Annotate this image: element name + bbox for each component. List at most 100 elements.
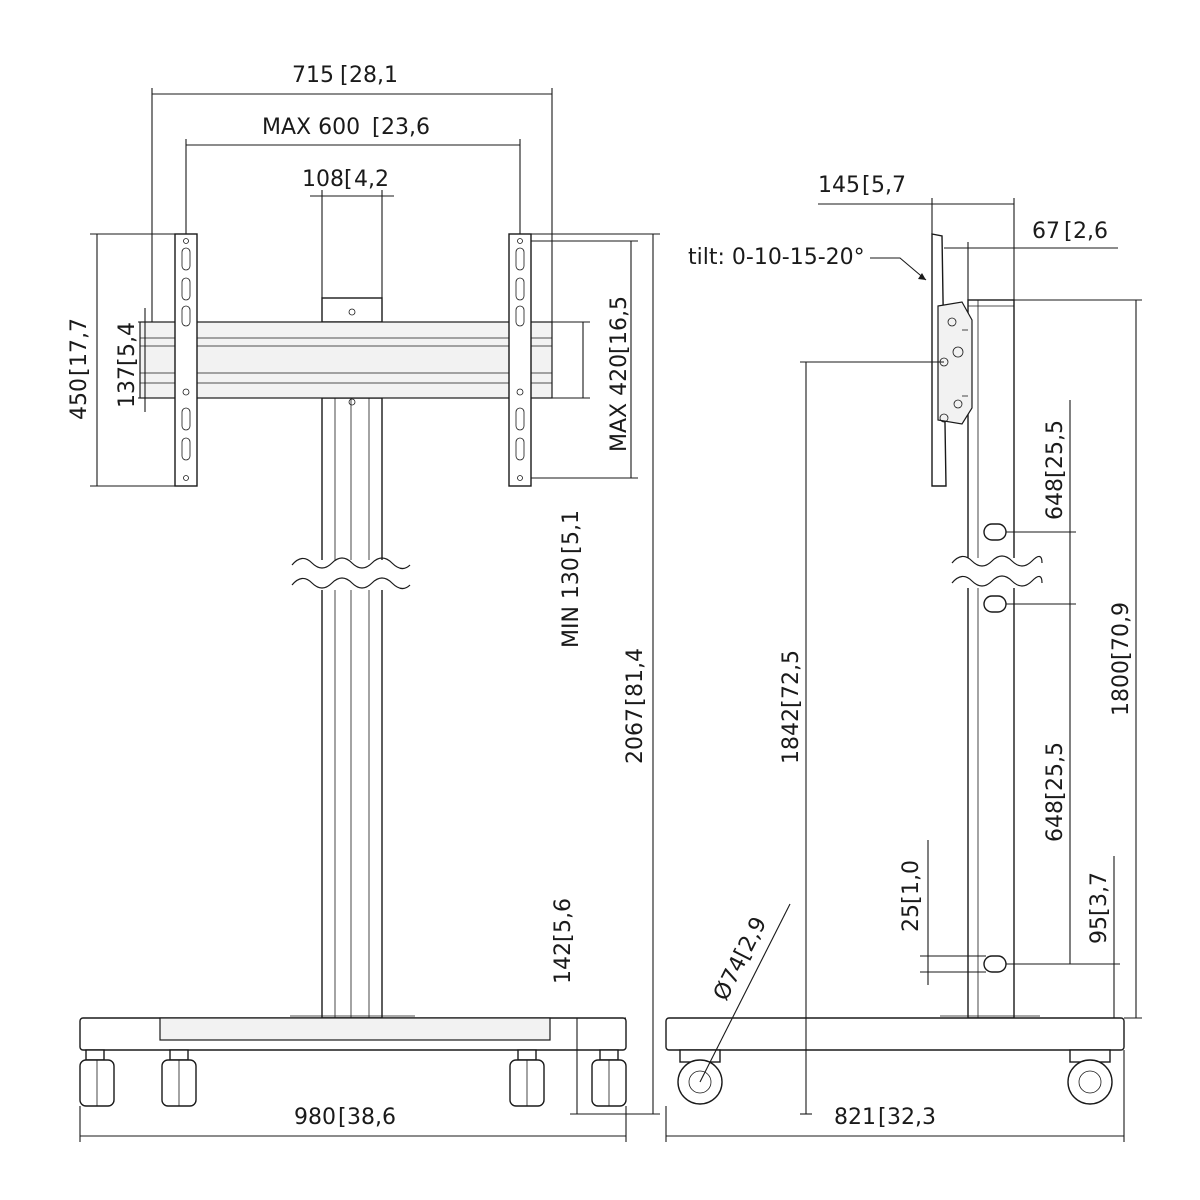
dim-mount-offset-in: 2,6 [1073,219,1108,244]
front-base [79,1015,627,1051]
dim-vesa-max-width-mm: MAX 600 [262,115,360,140]
front-column [321,297,383,1019]
dim-bracket-open: [ [338,1105,347,1130]
dim-base-depth-mm: 821 [834,1105,876,1130]
dim-bracket-open: [ [1064,219,1073,244]
dim-adjust-lower-mm: 648 [1043,800,1068,842]
dim-column-width-in: 4,2 [354,167,389,192]
dim-mount-depth: 145 [ 5,7 [818,173,1015,300]
dim-bracket-open: [ [899,895,924,904]
dim-vesa-max-width: MAX 600 [ 23,6 [185,115,521,234]
dim-base-width-mm: 980 [294,1105,336,1130]
dim-bottom-offset-in: 3,7 [1087,872,1112,907]
dim-bracket-open: [ [779,699,804,708]
side-column-break [951,555,1043,588]
dim-bracket-open: [ [372,115,381,140]
dim-adjust-upper: 648 [ 25,5 [1006,400,1076,533]
dim-adjust-upper-in: 25,5 [1043,420,1068,469]
dim-step: 25 [ 1,0 [899,840,986,985]
dim-total-width-in: 28,1 [349,63,398,88]
dim-vesa-max-height-mm: MAX 420 [607,354,632,452]
dim-bracket-open: [ [607,345,632,354]
right-vesa-bracket [508,233,532,487]
dim-base-height-in: 5,6 [551,898,576,933]
dim-bracket-open: [ [862,173,871,198]
dim-vesa-min-height: MIN 130 [ 5,1 [531,321,590,648]
dim-base-width-in: 38,6 [347,1105,396,1130]
dim-vesa-min-height-mm: MIN 130 [559,557,584,648]
dim-vesa-max-width-in: 23,6 [381,115,430,140]
dim-bracket-height: 450 [ 17,7 [67,233,175,487]
wheel-left [677,1049,723,1105]
dim-bracket-open: [ [551,933,576,942]
side-view: 145 [ 5,7 67 [ 2,6 tilt: 0-10-15-20° 648… [665,173,1142,1142]
dim-vesa-max-height: MAX 420 [ 16,5 [531,240,638,479]
dim-base-depth-in: 32,3 [887,1105,936,1130]
dim-mount-depth-mm: 145 [818,173,860,198]
side-column [967,299,1015,1019]
dim-column-width: 108 [ 4,2 [302,167,394,298]
wheel-right [1067,1049,1113,1105]
dim-bracket-open: [ [1087,907,1112,916]
dim-rail-height-mm: 137 [115,366,140,408]
side-base [665,1015,1125,1051]
front-column-break [291,557,412,590]
dim-total-height-in: 81,4 [623,648,648,697]
dim-adjust-upper-mm: 648 [1043,478,1068,520]
dim-rail-height-in: 5,4 [115,322,140,357]
dim-bracket-open: [ [1043,469,1068,478]
dim-bracket-height-in: 17,7 [67,318,92,367]
dim-bottom-offset-mm: 95 [1087,916,1112,944]
dim-base-height-mm: 142 [551,942,576,984]
dim-bracket-open: [ [1109,651,1134,660]
caster-2 [161,1049,197,1107]
dim-bracket-open: [ [559,545,584,554]
caster-1 [79,1049,115,1107]
dim-mount-offset: 67 [ 2,6 [944,219,1118,300]
front-casters [79,1049,627,1107]
dim-adjust-lower: 648 [ 25,5 [1006,532,1076,964]
dim-bracket-open: [ [340,63,349,88]
dim-adjust-lower-in: 25,5 [1043,742,1068,791]
dim-total-width: 715 [ 28,1 [151,63,553,322]
dim-bottom-offset: 95 [ 3,7 [1006,856,1120,1018]
caster-3 [509,1049,545,1107]
front-view: 715 [ 28,1 MAX 600 [ 23,6 108 [ 4,2 [67,63,660,1142]
caster-4 [591,1049,627,1107]
dim-step-in: 1,0 [899,860,924,895]
left-vesa-bracket [174,233,198,487]
dim-bracket-open: [ [67,367,92,376]
dim-bracket-open: [ [115,357,140,366]
dim-vesa-max-height-in: 16,5 [607,296,632,345]
dim-total-height-mm: 2067 [623,708,648,764]
dim-base-height: 142 [ 5,6 [551,898,626,1115]
dim-vesa-min-height-in: 5,1 [559,510,584,545]
dim-total-height: 2067 [ 81,4 [531,233,660,1115]
dim-column-height: 1800 [ 70,9 [1014,299,1142,1019]
dim-column-width-mm: 108 [302,167,344,192]
dim-bracket-open: [ [878,1105,887,1130]
dim-base-depth: 821 [ 32,3 [665,1050,1125,1142]
dim-bracket-open: [ [623,697,648,706]
dim-bracket-height-mm: 450 [67,378,92,420]
dim-total-width-mm: 715 [292,63,334,88]
dim-bracket-open: [ [344,167,353,192]
dim-column-height-in: 70,9 [1109,602,1134,651]
dim-base-width: 980 [ 38,6 [79,1105,627,1142]
dim-column-height-mm: 1800 [1109,660,1134,716]
tilt-label: tilt: 0-10-15-20° [688,245,865,270]
tilt-callout: tilt: 0-10-15-20° [688,245,927,281]
dim-step-mm: 25 [899,904,924,932]
dim-rail-height: 137 [ 5,4 [115,308,175,412]
dim-max-center-height: 1842 [ 72,5 [779,361,944,1115]
front-rail [139,321,553,399]
dim-bracket-open: [ [1043,791,1068,800]
dim-max-center-height-in: 72,5 [779,650,804,699]
dim-mount-depth-in: 5,7 [871,173,906,198]
side-wheels [677,1049,1113,1105]
dim-wheel-diameter: Ø 74 [ 2,9 [699,903,791,1083]
dim-mount-offset-mm: 67 [1032,219,1060,244]
dim-max-center-height-mm: 1842 [779,708,804,764]
